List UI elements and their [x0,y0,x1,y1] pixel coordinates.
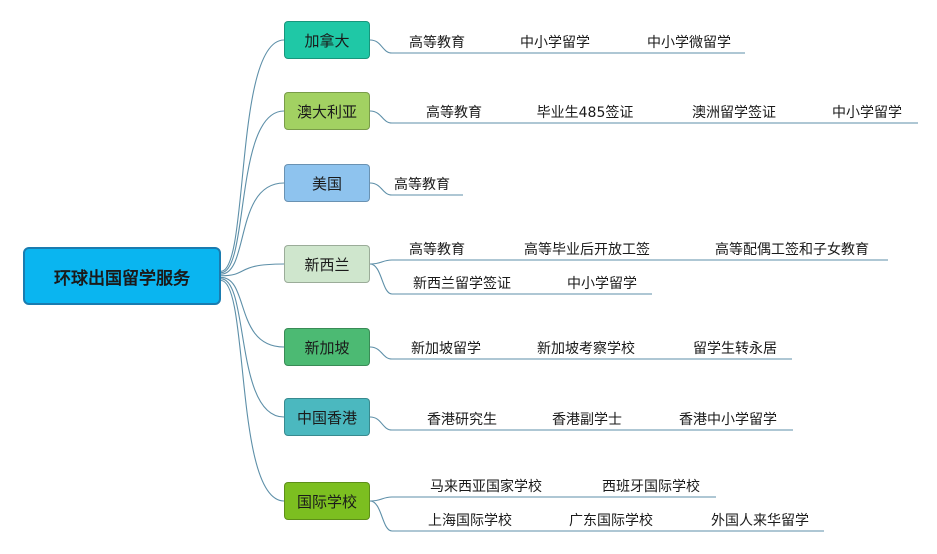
leaf-item[interactable]: 外国人来华留学 [711,513,809,529]
connector-branch-1-row-0 [369,110,393,124]
branch-canada[interactable]: 加拿大 [284,21,370,59]
leaf-item[interactable]: 新加坡考察学校 [537,341,635,357]
connector-branch-6-row-1 [369,500,393,532]
leaf-item[interactable]: 香港副学士 [552,412,622,428]
branch-hong-kong[interactable]: 中国香港 [284,398,370,436]
leaf-item[interactable]: 新加坡留学 [411,341,481,357]
branch-international-schools[interactable]: 国际学校 [284,482,370,520]
leaf-item[interactable]: 澳洲留学签证 [692,105,776,121]
connector-root-2 [220,182,285,275]
leaf-item[interactable]: 马来西亚国家学校 [430,479,542,495]
connector-branch-6-row-0 [369,496,393,502]
branch-singapore[interactable]: 新加坡 [284,328,370,366]
branch-australia[interactable]: 澳大利亚 [284,92,370,130]
leaf-item[interactable]: 中小学留学 [567,276,637,292]
connector-root-4 [220,276,285,348]
leaf-item[interactable]: 上海国际学校 [428,513,512,529]
leaf-item[interactable]: 高等教育 [409,242,465,258]
connector-branch-0-row-0 [369,39,393,54]
connector-root-1 [220,110,285,274]
leaf-item[interactable]: 高等教育 [426,105,482,121]
leaf-item[interactable]: 高等教育 [394,177,450,193]
leaf-item[interactable]: 西班牙国际学校 [602,479,700,495]
leaf-item[interactable]: 中小学留学 [520,35,590,51]
connector-branch-3-row-0 [369,259,393,265]
leaf-item[interactable]: 高等毕业后开放工签 [524,242,650,258]
leaf-item[interactable]: 毕业生485签证 [536,105,634,121]
leaf-item[interactable]: 中小学微留学 [647,35,731,51]
leaf-item[interactable]: 香港中小学留学 [679,412,777,428]
root-node[interactable]: 环球出国留学服务 [23,247,221,305]
connector-branch-2-row-0 [369,182,393,196]
leaf-item[interactable]: 新西兰留学签证 [413,276,511,292]
connector-root-3 [220,263,285,277]
connector-branch-5-row-0 [369,416,393,431]
leaf-item[interactable]: 留学生转永居 [693,341,777,357]
leaf-item[interactable]: 高等配偶工签和子女教育 [715,242,869,258]
leaf-item[interactable]: 广东国际学校 [569,513,653,529]
leaf-item[interactable]: 高等教育 [409,35,465,51]
branch-usa[interactable]: 美国 [284,164,370,202]
branch-new-zealand[interactable]: 新西兰 [284,245,370,283]
connector-branch-4-row-0 [369,346,393,360]
leaf-item[interactable]: 香港研究生 [427,412,497,428]
connector-branch-3-row-1 [369,263,393,295]
connector-root-6 [220,279,285,502]
leaf-item[interactable]: 中小学留学 [832,105,902,121]
connector-root-0 [220,39,285,272]
connector-root-5 [220,278,285,418]
